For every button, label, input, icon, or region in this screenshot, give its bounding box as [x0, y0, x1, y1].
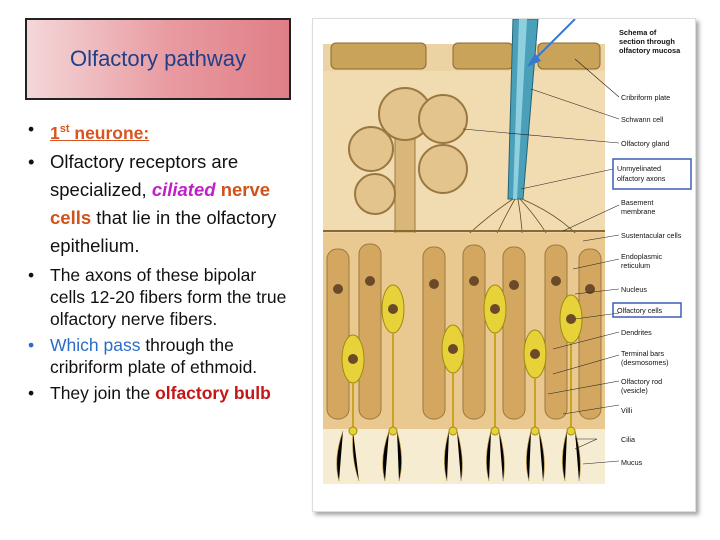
label-olfactory-gland: Olfactory gland — [621, 139, 669, 148]
label-vesicle: (vesicle) — [621, 386, 648, 395]
cribriform-plate-left — [330, 42, 427, 70]
bullet-olfactory-bulb: • They join the olfactory bulb — [28, 382, 271, 403]
slide-title-box: Olfactory pathway — [25, 18, 291, 100]
label-olfactory-cells: Olfactory cells — [617, 306, 663, 315]
figure-heading-3: olfactory mucosa — [619, 46, 681, 55]
label-nucleus: Nucleus — [621, 285, 647, 294]
bullet-axons: • The axons of these bipolar cells 12-20… — [28, 264, 287, 329]
bullet-dot: • — [28, 150, 35, 172]
which-pass-text: Which pass — [50, 334, 141, 355]
dendrites — [352, 333, 572, 431]
bullet-dot: • — [28, 119, 35, 139]
label-unmyelinated: Unmyelinated — [617, 164, 661, 173]
label-cribriform-plate: Cribriform plate — [621, 93, 670, 102]
label-membrane: membrane — [621, 207, 655, 216]
olfactory-mucosa-figure: Schema of section through olfactory muco… — [312, 18, 696, 512]
bullet-which-pass: • Which pass through the cribriform plat… — [28, 334, 258, 377]
figure-heading-1: Schema of — [619, 28, 657, 37]
label-desmosomes: (desmosomes) — [621, 358, 669, 367]
label-cilia: Cilia — [621, 435, 635, 444]
leader-lines — [462, 58, 620, 465]
label-sustentacular-cells: Sustentacular cells — [621, 231, 682, 240]
label-schwann-cell: Schwann cell — [621, 115, 664, 124]
cilia-mucus — [323, 426, 605, 484]
label-dendrites: Dendrites — [621, 328, 652, 337]
bullet-first-neurone: • 1st neurone: — [28, 118, 296, 144]
pointer-arrow — [527, 19, 576, 67]
bullet-olfactory-receptors: • Olfactory receptors are specialized, c… — [28, 148, 296, 260]
bullet-dot: • — [28, 264, 35, 285]
slide-title: Olfactory pathway — [69, 46, 247, 71]
bullet-list: • 1st neurone: • Olfactory receptors are… — [28, 118, 296, 408]
label-olfactory-axons: olfactory axons — [617, 174, 666, 183]
nerve-cells-text: nerve cells — [50, 178, 271, 228]
highlight-olfactory-cells — [612, 302, 682, 318]
bullet-dot: • — [28, 382, 35, 403]
cribriform-plate-mid — [452, 42, 514, 70]
label-reticulum: reticulum — [621, 261, 650, 270]
label-basement: Basement — [621, 198, 653, 207]
ciliated-text: ciliated — [151, 178, 216, 200]
olfactory-bulb-text: olfactory bulb — [155, 382, 271, 403]
bullet-dot: • — [28, 334, 35, 355]
label-villi: Villi — [621, 406, 632, 415]
label-terminal-bars: Terminal bars — [621, 349, 665, 358]
label-olfactory-rod: Olfactory rod — [621, 377, 662, 386]
highlight-unmyelinated-axons — [612, 158, 692, 190]
first-neurone-heading: 1st neurone: — [50, 122, 150, 143]
olfactory-mucosa-illustration: Schema of section through olfactory muco… — [323, 19, 692, 484]
figure-heading-2: section through — [619, 37, 675, 46]
epithelium — [323, 233, 605, 431]
label-mucus: Mucus — [621, 458, 643, 467]
label-endoplasmic: Endoplasmic — [621, 252, 663, 261]
